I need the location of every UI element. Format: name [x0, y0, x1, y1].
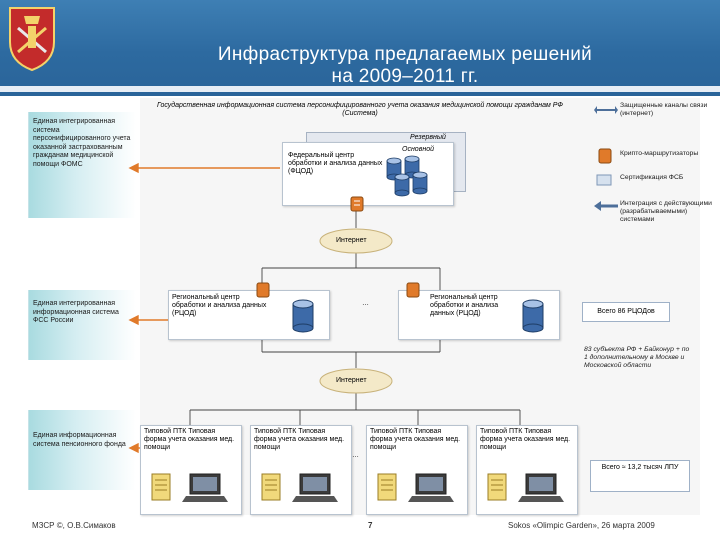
coat-of-arms-icon	[9, 7, 55, 72]
integration-arrow-icon	[594, 201, 618, 211]
internet-cloud-icon	[319, 368, 393, 394]
title-line-2: на 2009–2011 гг.	[331, 66, 479, 87]
crypto-router-icon	[256, 282, 270, 298]
internet-label: Интернет	[336, 377, 367, 384]
crypto-router-icon	[406, 282, 420, 298]
crypto-router-icon	[598, 148, 612, 164]
reserve-label: Резервный	[410, 134, 446, 141]
fcod-label: Федеральный центр обработки и анализа да…	[288, 152, 383, 175]
rcod-right-label: Региональный центр обработки и анализа д…	[430, 294, 499, 317]
form-and-laptop-icon	[487, 473, 564, 502]
foms-system-box: Единая интегрированная система персонифи…	[28, 112, 136, 218]
lpu-total-box: Всего ≈ 13,2 тысяч ЛПУ	[590, 460, 690, 492]
internet-cloud-icon	[319, 228, 393, 254]
legend-channels-text: Защищенные каналы связи (интернет)	[620, 102, 708, 117]
form-and-laptop-icon	[377, 473, 454, 502]
rcod-left-label: Региональный центр обработки и анализа д…	[172, 294, 267, 317]
ptk-card-label: Типовой ПТК Типовая форма учета оказания…	[370, 428, 461, 451]
footer-event: Sokos «Olimpic Garden», 26 марта 2009	[508, 521, 655, 530]
pfr-system-box: Единая информационная система пенсионног…	[28, 410, 136, 490]
ellipsis-mid: …	[362, 300, 369, 307]
database-icon	[522, 299, 544, 333]
fss-system-text: Единая интегрированная информационная си…	[33, 300, 119, 325]
rcod-note-text: 83 субъекта РФ + Байконур + по 1 дополни…	[584, 346, 690, 369]
database-icon	[292, 299, 314, 333]
title-line-1: Инфраструктура предлагаемых решений	[217, 44, 593, 65]
double-arrow-icon	[594, 106, 618, 114]
ptk-card-label: Типовой ПТК Типовая форма учета оказания…	[144, 428, 235, 451]
legend-integration-text: Интеграция с действующими (разрабатываем…	[620, 200, 712, 223]
legend-crypto-text: Крипто-маршрутизаторы	[620, 150, 699, 157]
ellipsis-bottom: …	[352, 452, 359, 459]
foms-system-text: Единая интегрированная система персонифи…	[33, 118, 131, 168]
rcod-total-box: Всего 86 РЦОДов	[582, 302, 670, 322]
database-cluster-icon	[386, 155, 428, 197]
ptk-card-label: Типовой ПТК Типовая форма учета оказания…	[480, 428, 571, 451]
fss-system-box: Единая интегрированная информационная си…	[28, 290, 136, 360]
main-label: Основной	[402, 146, 434, 153]
header-divider	[0, 86, 720, 92]
lpu-total-text: Всего ≈ 13,2 тысяч ЛПУ	[601, 464, 679, 471]
crypto-router-icon	[350, 196, 364, 212]
footer-author: МЗСР ©, О.В.Симаков	[32, 521, 116, 530]
system-caption: Государственная информационная система п…	[157, 102, 563, 117]
rcod-total-text: Всего 86 РЦОДов	[597, 308, 655, 315]
legend-fsb-text: Сертификация ФСБ	[620, 174, 684, 181]
fsb-cert-icon	[596, 174, 612, 186]
internet-label: Интернет	[336, 237, 367, 244]
page-title: Инфраструктура предлагаемых решений на 2…	[150, 44, 660, 88]
ptk-card-label: Типовой ПТК Типовая форма учета оказания…	[254, 428, 345, 451]
form-and-laptop-icon	[261, 473, 338, 502]
header-bar	[0, 0, 720, 96]
footer-page-number: 7	[368, 521, 373, 530]
form-and-laptop-icon	[151, 473, 228, 502]
pfr-system-text: Единая информационная система пенсионног…	[33, 432, 126, 448]
